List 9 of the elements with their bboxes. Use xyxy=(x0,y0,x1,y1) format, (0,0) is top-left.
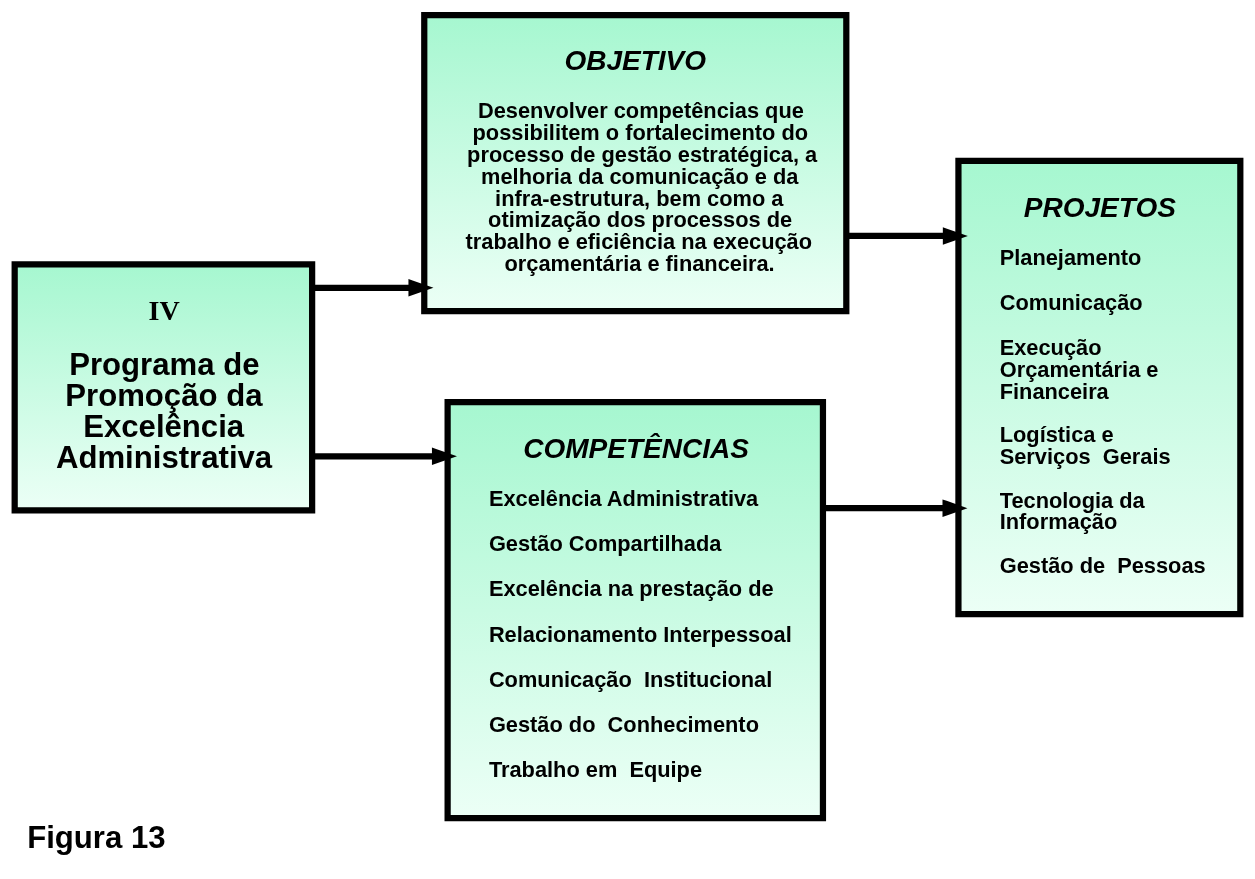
arrow xyxy=(846,226,968,245)
caption: Figura 13 xyxy=(27,819,166,855)
node-box: IV Programa de Promoção da Excelência Administrativa xyxy=(11,260,316,514)
arrow xyxy=(312,447,457,465)
arrow xyxy=(823,498,968,517)
arrow xyxy=(312,278,434,297)
node-box: PROJETOS Planejamento Comunicação Execução Orçamentária e Financeira Logística e Serviços Gerais Tecnologia da Informação Gestão de Pessoas xyxy=(955,157,1244,617)
node-box: COMPETÊNCIAS Excelência Administrativa Gestão Compartilhada Excelência na prestação de Relacionamento Interpessoal Comunicação Institucional Gestão do Conhecimento Trabalho em Equipe xyxy=(444,398,827,821)
node-box: OBJETIVO Desenvolver competências que possibilitem o fortalecimento do processo de gestão estratégica, a melhoria da comunicação e da infra-estrutura, bem como a otimização dos processos de trabalho e eficiência na execução orçamentária e financeira. xyxy=(421,11,850,314)
